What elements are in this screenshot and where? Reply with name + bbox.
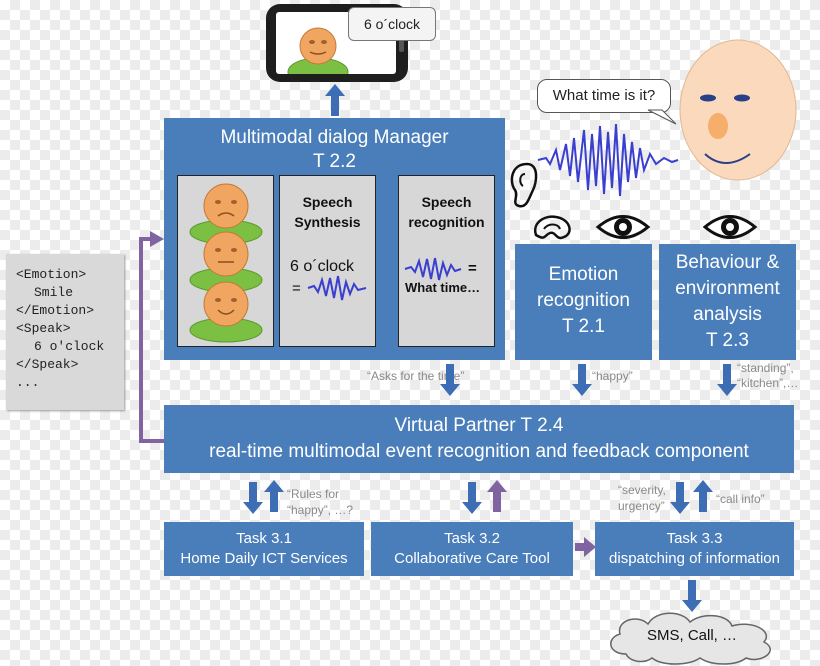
purple-feedback-loop	[139, 231, 164, 443]
avatar-panel	[177, 175, 274, 347]
arrow-to-cloud	[682, 580, 702, 612]
emotion-recognition-box: Emotion recognition T 2.1	[515, 244, 652, 360]
quote-call-info: “call info”	[716, 492, 765, 506]
quote-standing: “standing”,	[737, 361, 794, 375]
speech-recognition-title-line1: Speech	[421, 194, 472, 210]
task-3-2-label: Collaborative Care Tool	[394, 550, 550, 567]
recognition-wave-icon	[404, 257, 462, 281]
behaviour-line3: analysis	[693, 304, 762, 325]
xml-line-time: 6 o'clock	[34, 339, 105, 354]
emotion-line3: T 2.1	[562, 316, 605, 337]
quote-urgency: urgency”	[618, 499, 665, 513]
arrow-happy	[572, 364, 592, 396]
speech-recognition-panel: Speech recognition = What time…	[398, 175, 495, 347]
phone-avatar-icon	[287, 27, 349, 74]
task-3-1-box: Task 3.1 Home Daily ICT Services	[164, 522, 364, 576]
manager-title-line2: T 2.2	[313, 151, 356, 172]
speech-recognition-title: Speech recognition	[399, 192, 494, 232]
speech-synthesis-title-line2: Synthesis	[294, 214, 361, 230]
human-head-icon	[679, 39, 797, 181]
manager-title-line1: Multimodal dialog Manager	[220, 127, 449, 148]
arrow-vp-to-task31	[243, 482, 263, 514]
xml-line-speak-open: <Speak>	[16, 321, 71, 336]
speech-recognition-title-line2: recognition	[408, 214, 485, 230]
arrow-vp-to-task32	[462, 482, 482, 514]
cloud-shape	[610, 612, 771, 665]
synthesis-wave-icon	[307, 275, 367, 301]
phone-button	[399, 34, 404, 52]
xml-line-smile: Smile	[34, 285, 74, 300]
phone-speech-bubble: 6 o´clock	[348, 7, 436, 41]
emotion-line2: recognition	[537, 290, 630, 311]
behaviour-line4: T 2.3	[706, 330, 749, 351]
manager-title: Multimodal dialog Manager T 2.2	[164, 126, 505, 174]
speech-recognition-eq: =	[468, 260, 477, 277]
xml-line-emotion-close: </Emotion>	[16, 303, 95, 318]
eye-icon	[595, 215, 651, 239]
ear-icon-small	[533, 215, 571, 240]
task-3-3-box: Task 3.3 dispatching of information	[595, 522, 794, 576]
quote-kitchen: “kitchen”,…	[737, 376, 799, 390]
behaviour-line2: environment	[675, 278, 780, 299]
quote-asks-for-time: “Asks for the time”	[367, 369, 465, 383]
human-bubble-text: What time is it?	[552, 87, 656, 104]
avatars-icon	[189, 183, 263, 343]
arrow-standing	[717, 364, 737, 396]
speech-synthesis-panel: Speech Synthesis 6 o´clock =	[279, 175, 376, 347]
eye-icon-2	[702, 215, 758, 239]
arrow-to-phone	[325, 84, 345, 116]
speech-synthesis-title-line1: Speech	[302, 194, 353, 210]
task-3-1-label: Home Daily ICT Services	[180, 550, 348, 567]
emotion-line1: Emotion	[548, 264, 619, 285]
arrow-task32-to-task33	[575, 537, 596, 557]
bubble-tail	[647, 109, 677, 125]
quote-severity: “severity,	[618, 483, 666, 497]
arrow-task32-to-vp	[487, 480, 507, 512]
arrow-vp-to-task33	[670, 482, 690, 514]
quote-rules-happy: “happy”, …?	[287, 503, 354, 517]
task-3-3-title: Task 3.3	[666, 530, 723, 547]
soundwave-icon	[537, 123, 679, 197]
virtual-partner-box: Virtual Partner T 2.4 real-time multimod…	[164, 405, 794, 473]
arrow-task33-to-vp	[693, 480, 713, 512]
task-3-2-title: Task 3.2	[444, 530, 500, 547]
quote-happy: “happy”	[592, 369, 633, 383]
xml-line-emotion-open: <Emotion>	[16, 267, 87, 282]
behaviour-analysis-box: Behaviour & environment analysis T 2.3	[659, 244, 796, 360]
task-3-2-box: Task 3.2 Collaborative Care Tool	[371, 522, 573, 576]
phone-bubble-text: 6 o´clock	[363, 16, 421, 32]
arrow-asks-time	[440, 364, 460, 396]
behaviour-line1: Behaviour &	[675, 252, 780, 273]
task-3-3-label: dispatching of information	[609, 550, 780, 567]
task-3-1-title: Task 3.1	[236, 530, 292, 547]
xml-document: <Emotion> Smile </Emotion> <Speak> 6 o'c…	[6, 254, 124, 410]
quote-rules-for: “Rules for	[287, 487, 340, 501]
virtual-partner-line1: Virtual Partner T 2.4	[394, 415, 564, 436]
xml-line-ellipsis: ...	[16, 375, 40, 390]
ear-icon	[510, 162, 538, 208]
human-speech-bubble: What time is it?	[537, 79, 671, 113]
arrow-task31-to-vp	[264, 480, 284, 512]
speech-synthesis-text: 6 o´clock	[290, 258, 355, 275]
speech-synthesis-title: Speech Synthesis	[280, 192, 375, 232]
speech-synthesis-eq: =	[292, 280, 301, 297]
virtual-partner-line2: real-time multimodal event recognition a…	[209, 441, 749, 462]
xml-line-speak-close: </Speak>	[16, 357, 79, 372]
speech-recognition-text: What time…	[405, 280, 481, 295]
cloud-text: SMS, Call, …	[646, 627, 737, 644]
